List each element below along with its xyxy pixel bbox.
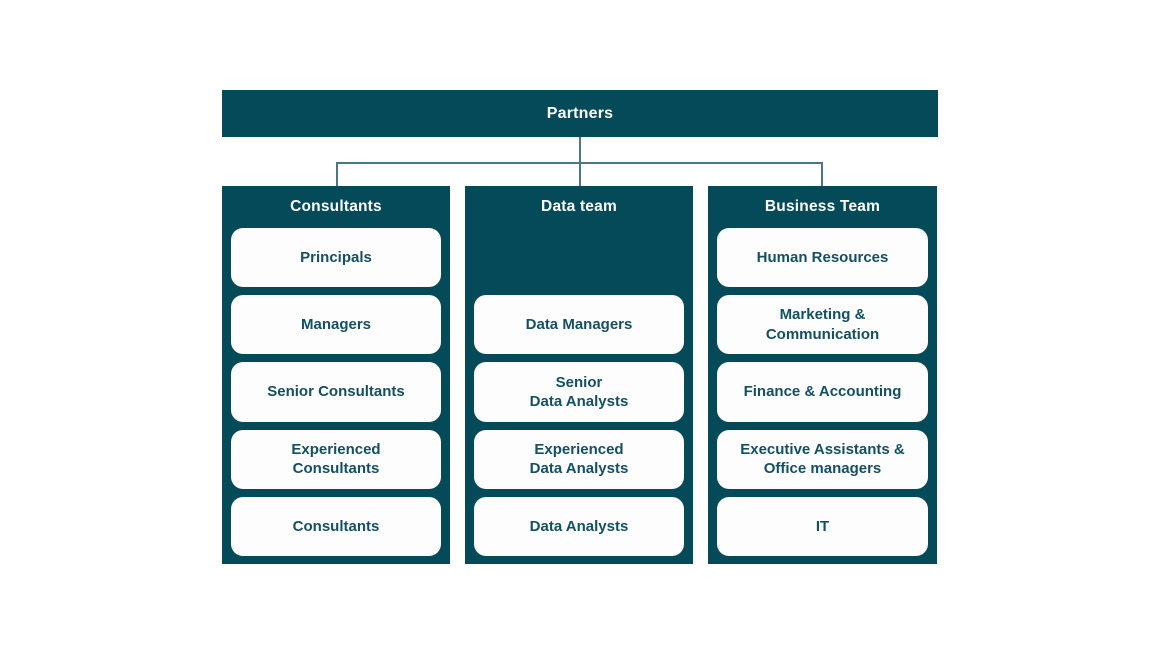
org-node-managers: Managers	[231, 295, 441, 355]
org-node-experienced-consultants: Experienced Consultants	[231, 429, 441, 489]
org-column-data-team: Data team Data Managers Senior Data Anal…	[465, 186, 693, 564]
org-node-senior-data-analysts: Senior Data Analysts	[474, 362, 684, 422]
column-title: Data team	[541, 198, 617, 215]
org-column-consultants: Consultants Principals Managers Senior C…	[222, 186, 450, 564]
org-root-node: Partners	[222, 90, 938, 137]
connector-stem	[579, 137, 581, 163]
connector-drop-left	[336, 163, 338, 186]
org-node-principals: Principals	[231, 228, 441, 288]
org-node-consultants: Consultants	[231, 496, 441, 557]
org-node-marketing-communication: Marketing & Communication	[717, 295, 928, 355]
org-node-experienced-data-analysts: Experienced Data Analysts	[474, 429, 684, 489]
org-node-senior-consultants: Senior Consultants	[231, 362, 441, 422]
org-column-business-team: Business Team Human Resources Marketing …	[708, 186, 937, 564]
column-title: Consultants	[290, 198, 382, 215]
org-node-executive-assistants: Executive Assistants & Office managers	[717, 429, 928, 489]
column-cards: Principals Managers Senior Consultants E…	[222, 228, 450, 564]
org-node-human-resources: Human Resources	[717, 228, 928, 288]
org-node-finance-accounting: Finance & Accounting	[717, 362, 928, 422]
org-node-data-analysts: Data Analysts	[474, 496, 684, 557]
org-root-label: Partners	[546, 104, 614, 122]
connector-drop-center	[579, 163, 581, 186]
org-node-it: IT	[717, 496, 928, 557]
org-node-data-managers: Data Managers	[474, 295, 684, 355]
column-cards: Data Managers Senior Data Analysts Exper…	[465, 228, 693, 564]
column-title: Business Team	[764, 198, 881, 215]
column-cards: Human Resources Marketing & Communicatio…	[708, 228, 937, 564]
org-node-empty-slot	[474, 228, 684, 287]
connector-drop-right	[821, 163, 823, 186]
